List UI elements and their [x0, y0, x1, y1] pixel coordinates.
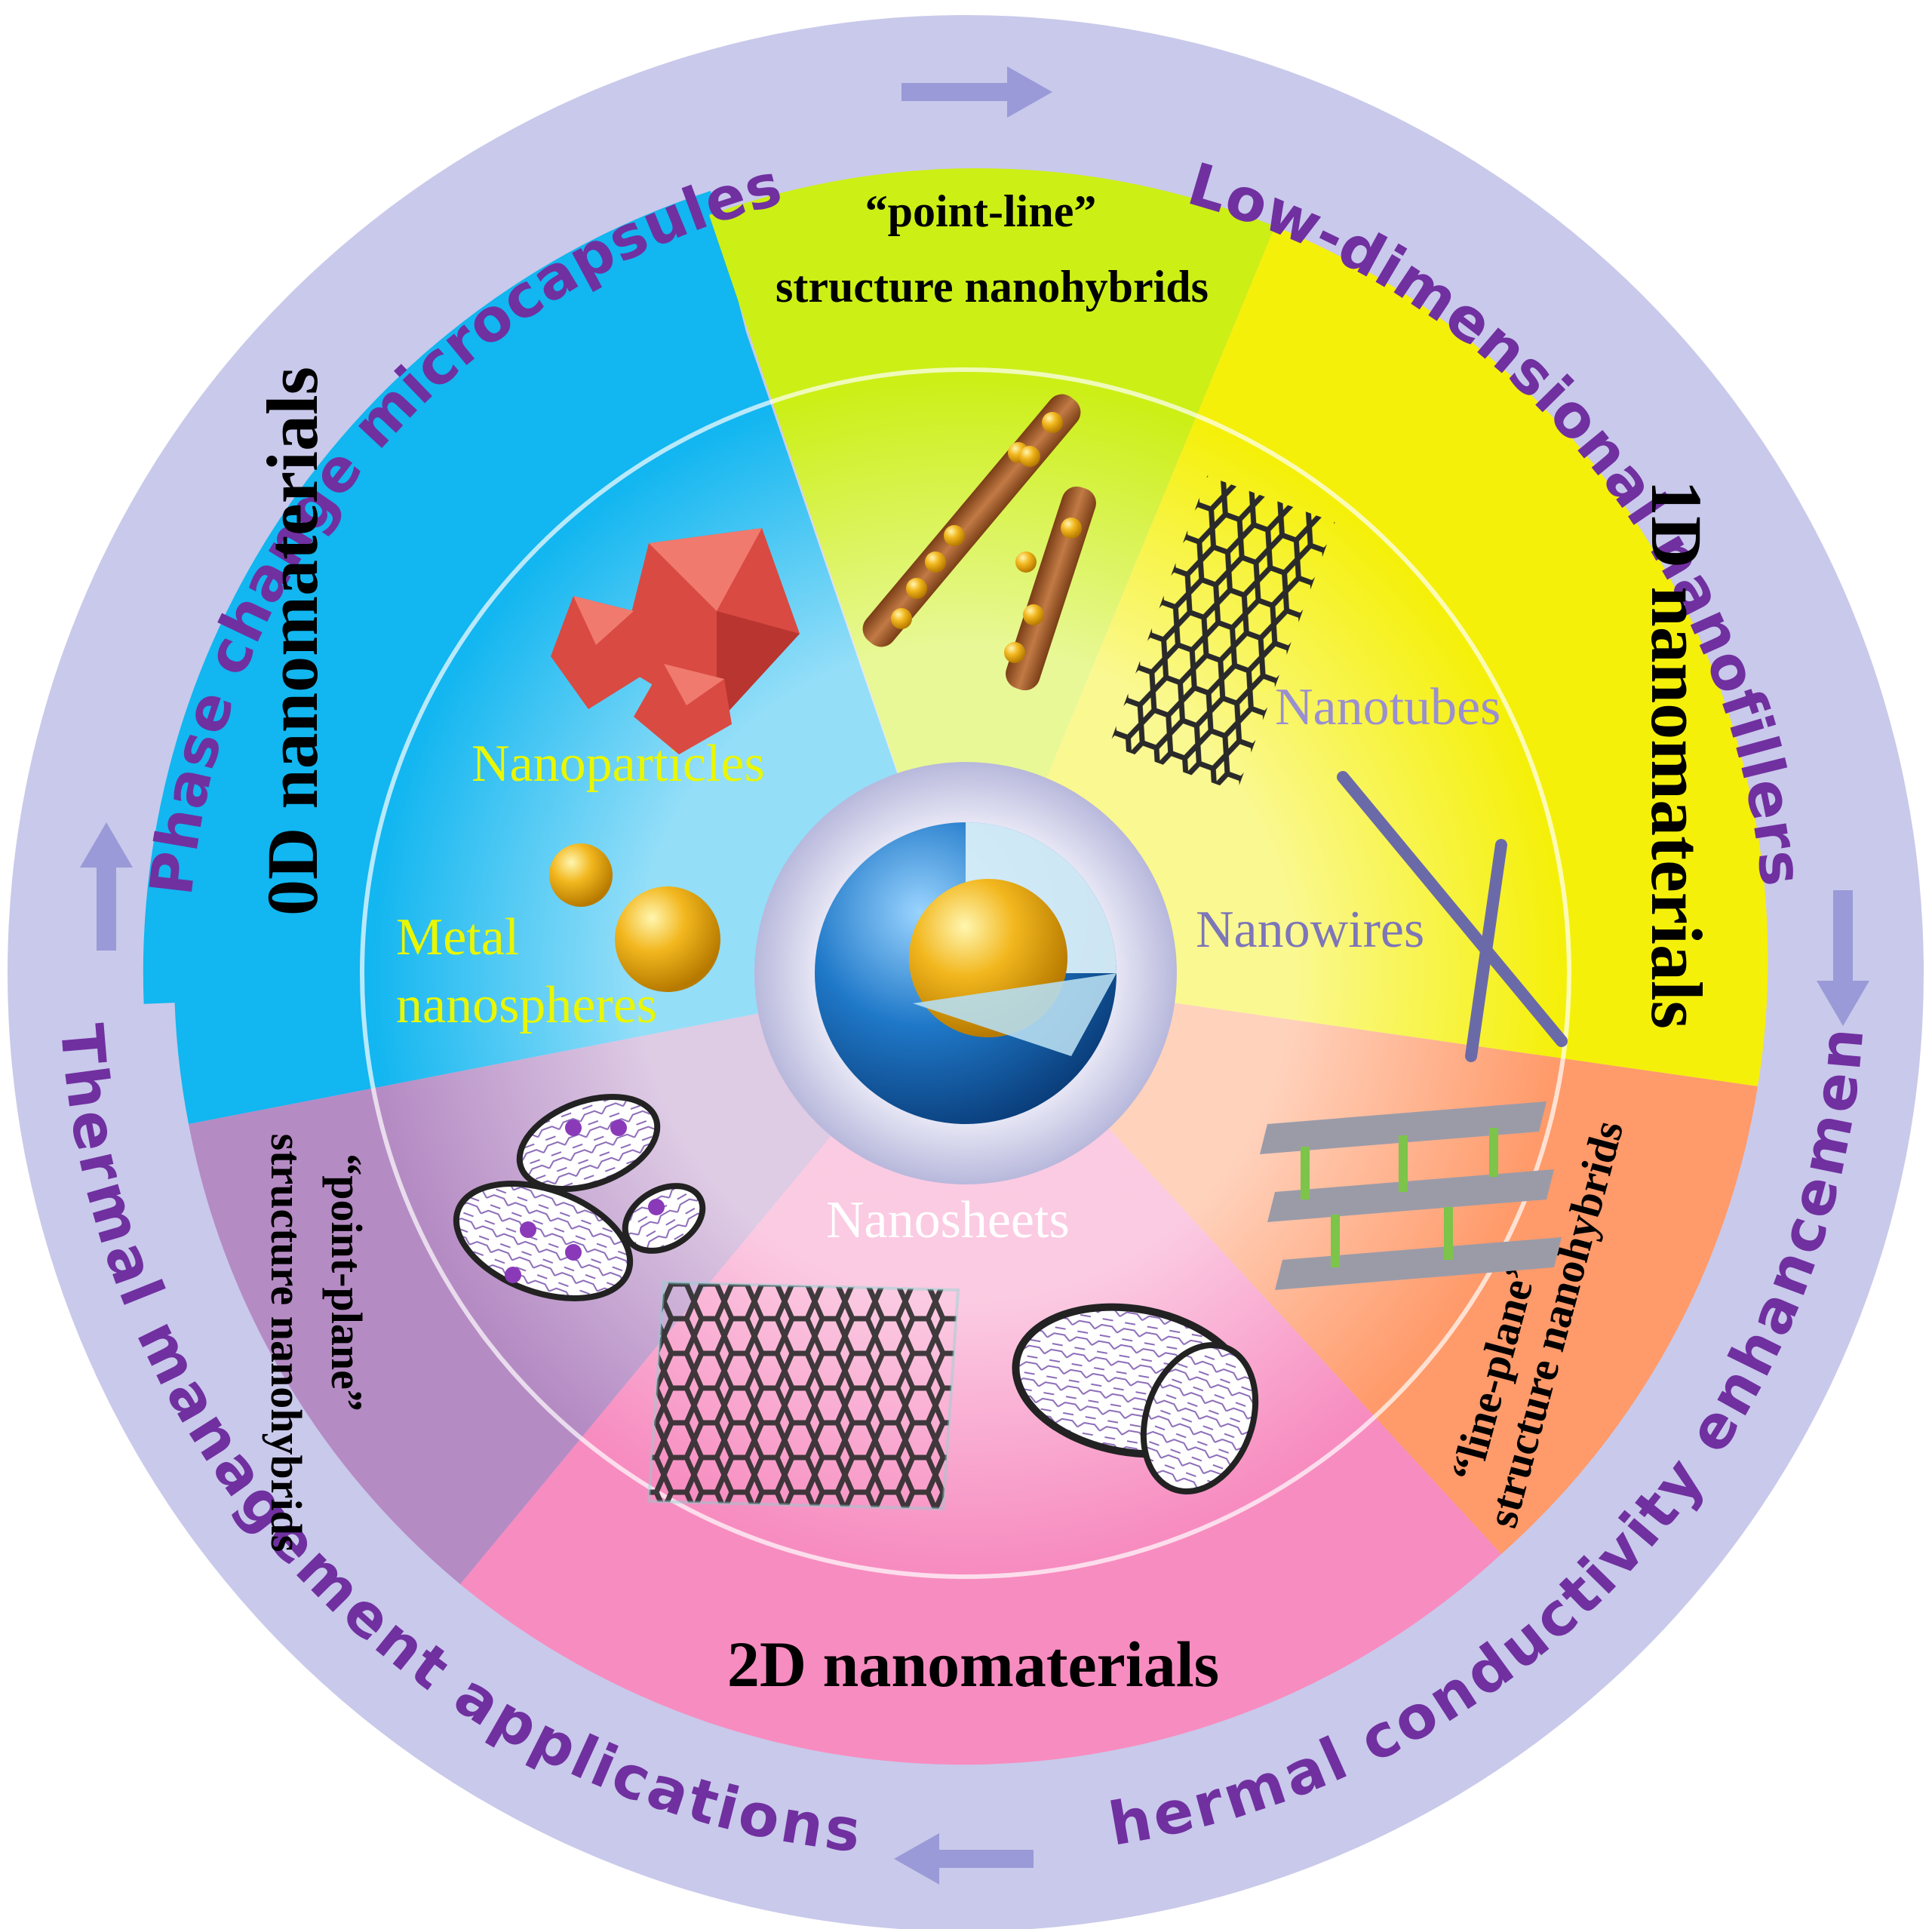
label-nanosheets: Nanosheets [826, 1191, 1070, 1249]
label-metal: Metal [396, 908, 519, 966]
gold-spheres-illustration [549, 843, 720, 992]
label-point-line-line1: “point-line” [865, 186, 1097, 236]
nanowires-illustration [1337, 771, 1568, 1062]
label-point-plane-line1: “point-plane” [322, 1153, 371, 1411]
label-nanoparticles: Nanoparticles [471, 735, 765, 793]
label-0d-nanomaterials: 0D nanomaterials [252, 367, 333, 916]
polyhedra-illustration [551, 528, 800, 754]
label-point-plane-line2: structure nanohybrids [262, 1134, 311, 1553]
ring-arrows [80, 66, 1869, 1884]
arrow-down-icon [1817, 890, 1869, 1026]
inner-disc-rim [360, 367, 1571, 1579]
arrow-left-icon [894, 1833, 1034, 1884]
nanotube-illustration [1109, 475, 1335, 792]
rods-illustration [862, 394, 1096, 691]
point-plane-sheets-illustration [453, 1093, 706, 1301]
label-point-line-line2: structure nanohybrids [776, 262, 1209, 312]
label-nanowires: Nanowires [1196, 901, 1424, 959]
label-nanospheres: nanospheres [396, 976, 657, 1034]
arrow-up-icon [80, 822, 133, 951]
label-2d-nanomaterials: 2D nanomaterials [727, 1628, 1219, 1700]
label-1d-nanomaterials: 1D nanomaterials [1636, 480, 1717, 1029]
line-plane-layers-illustration [1260, 1101, 1562, 1290]
label-nanotubes: Nanotubes [1275, 678, 1500, 736]
arrow-right-icon [901, 66, 1052, 118]
center-core-shell-illustration [754, 762, 1177, 1184]
nanosheet-honeycomb-illustration [647, 1280, 960, 1511]
nanosheet-disc-illustration [1012, 1303, 1259, 1494]
